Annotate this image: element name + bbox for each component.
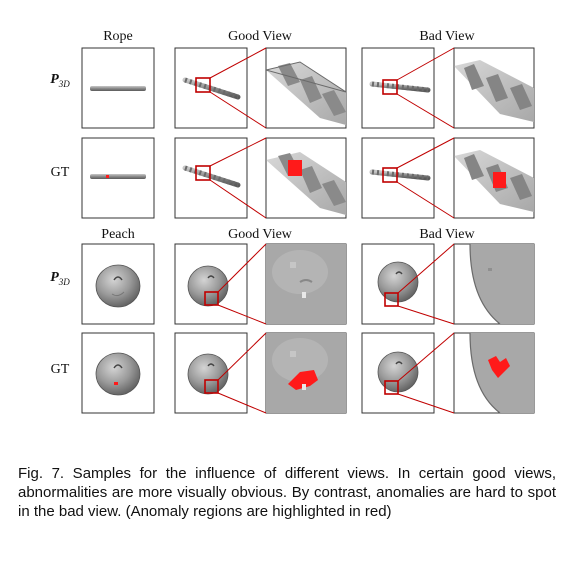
header-bad-view-peach: Bad View — [419, 227, 475, 242]
peach-gt-original-panel — [81, 332, 155, 414]
header-bad-view-rope: Bad View — [419, 29, 475, 44]
peach-gt-good-zoom-panel — [217, 332, 347, 414]
rope-gt-bad-zoom-panel — [396, 137, 535, 219]
row-label-gt-peach: GT — [50, 362, 70, 377]
rope-pred-good-view-panel — [174, 47, 248, 129]
peach-gt-bad-view-panel — [361, 332, 435, 414]
peach-pred-good-zoom-panel — [217, 243, 347, 325]
peach-pred-original-panel — [81, 243, 155, 325]
rope-gt-good-view-panel — [174, 137, 248, 219]
header-object-rope: Rope — [103, 29, 133, 44]
header-good-view-rope: Good View — [228, 29, 292, 44]
row-label-pred-rope: P3D — [50, 72, 70, 89]
rope-gt-bad-view-panel — [361, 137, 435, 219]
header-good-view-peach: Good View — [228, 227, 292, 242]
peach-pred-good-view-panel — [174, 243, 248, 325]
rope-gt-original-panel — [81, 137, 155, 219]
row-label-gt-rope: GT — [50, 165, 70, 180]
peach-pred-bad-zoom-panel — [397, 243, 535, 325]
row-label-pred-peach: P3D — [50, 270, 70, 287]
rope-pred-bad-view-panel — [361, 47, 435, 129]
header-object-peach: Peach — [101, 227, 135, 242]
rope-pred-original-panel — [81, 47, 155, 129]
figure-graphics — [81, 47, 535, 414]
rope-pred-good-zoom-panel — [209, 47, 347, 129]
peach-gt-bad-zoom-panel — [397, 332, 535, 414]
figure-7: Rope Good View Bad View Peach Good View … — [50, 29, 535, 414]
rope-gt-good-zoom-panel — [209, 137, 347, 219]
rope-pred-bad-zoom-panel — [396, 47, 535, 129]
peach-pred-bad-view-panel — [361, 243, 435, 325]
figure-caption: Fig. 7. Samples for the influence of dif… — [18, 465, 556, 520]
